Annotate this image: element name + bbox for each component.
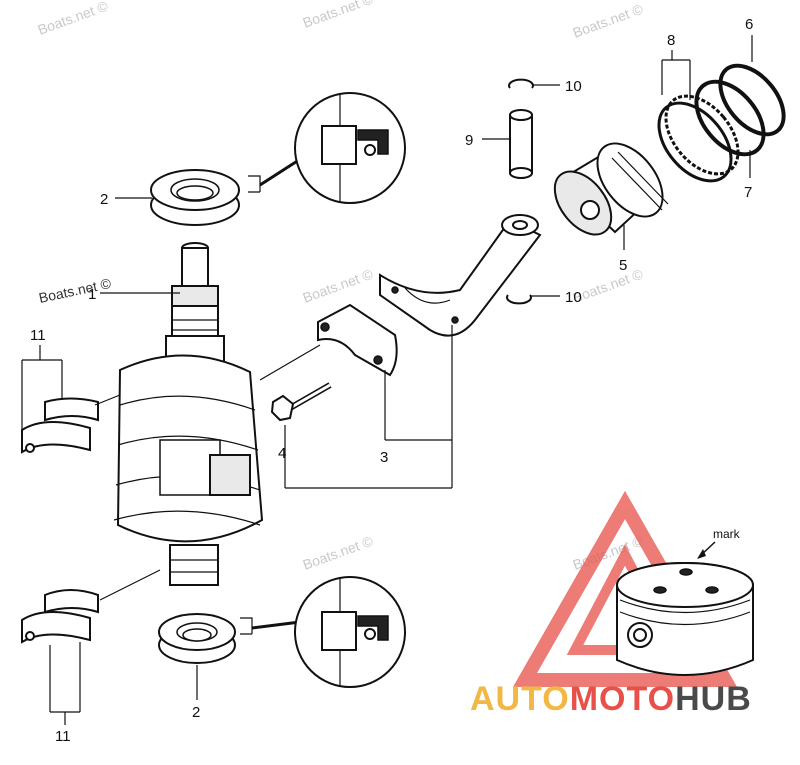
- brand-auto: AUTO: [470, 680, 570, 718]
- rod-bolt: [270, 382, 332, 422]
- watermark: Boats.net ©: [571, 265, 646, 305]
- callout-ring-second: 7: [744, 184, 752, 201]
- callout-clip-top: 10: [565, 78, 582, 95]
- watermark: Boats.net ©: [301, 0, 376, 31]
- brand-hub: HUB: [675, 680, 752, 718]
- mark-label: mark: [713, 527, 741, 541]
- piston: [553, 142, 669, 236]
- main-bearing-lower: [21, 589, 99, 644]
- piston-ring-second: [694, 79, 766, 157]
- piston-ring-top: [718, 63, 786, 137]
- piston-pin: [509, 109, 533, 179]
- oil-seal-top: [150, 169, 240, 226]
- piston-mark-inset: [616, 562, 754, 676]
- main-bearing-upper: [21, 397, 99, 454]
- callout-clip-bottom: 10: [565, 289, 582, 306]
- callout-ring-top: 6: [745, 16, 753, 33]
- watermark: Boats.net ©: [301, 265, 376, 305]
- rod-cap: [317, 303, 398, 377]
- automotohub-brand: AUTOMOTOHUB: [470, 680, 752, 719]
- callout-bearing-upper: 11: [30, 327, 46, 344]
- callout-oil-seal-top: 2: [100, 191, 108, 208]
- watermark: Boats.net ©: [301, 532, 376, 572]
- crankshaft: [113, 242, 264, 586]
- seal-detail-inset-bottom: [294, 576, 406, 688]
- brand-moto: MOTO: [569, 680, 676, 718]
- callout-rod-cap: 3: [380, 449, 388, 466]
- circlip-top: [508, 78, 534, 89]
- circlip-bottom: [506, 294, 532, 305]
- callout-oil-seal-bottom: 2: [192, 704, 200, 721]
- callout-piston: 5: [619, 257, 627, 274]
- connecting-rod: [379, 214, 542, 337]
- callout-rod-bolt: 4: [278, 445, 286, 462]
- seal-detail-inset-top: [294, 92, 406, 204]
- watermark-boats-net: Boats.net ©: [37, 275, 113, 306]
- callout-piston-pin: 9: [465, 132, 473, 149]
- oil-seal-bottom: [158, 613, 236, 664]
- watermark: Boats.net ©: [36, 0, 111, 38]
- callout-ring-oil: 8: [667, 32, 675, 49]
- callout-crankshaft: 1: [88, 286, 96, 303]
- callout-bearing-lower: 11: [55, 728, 71, 745]
- watermark: Boats.net ©: [571, 0, 646, 40]
